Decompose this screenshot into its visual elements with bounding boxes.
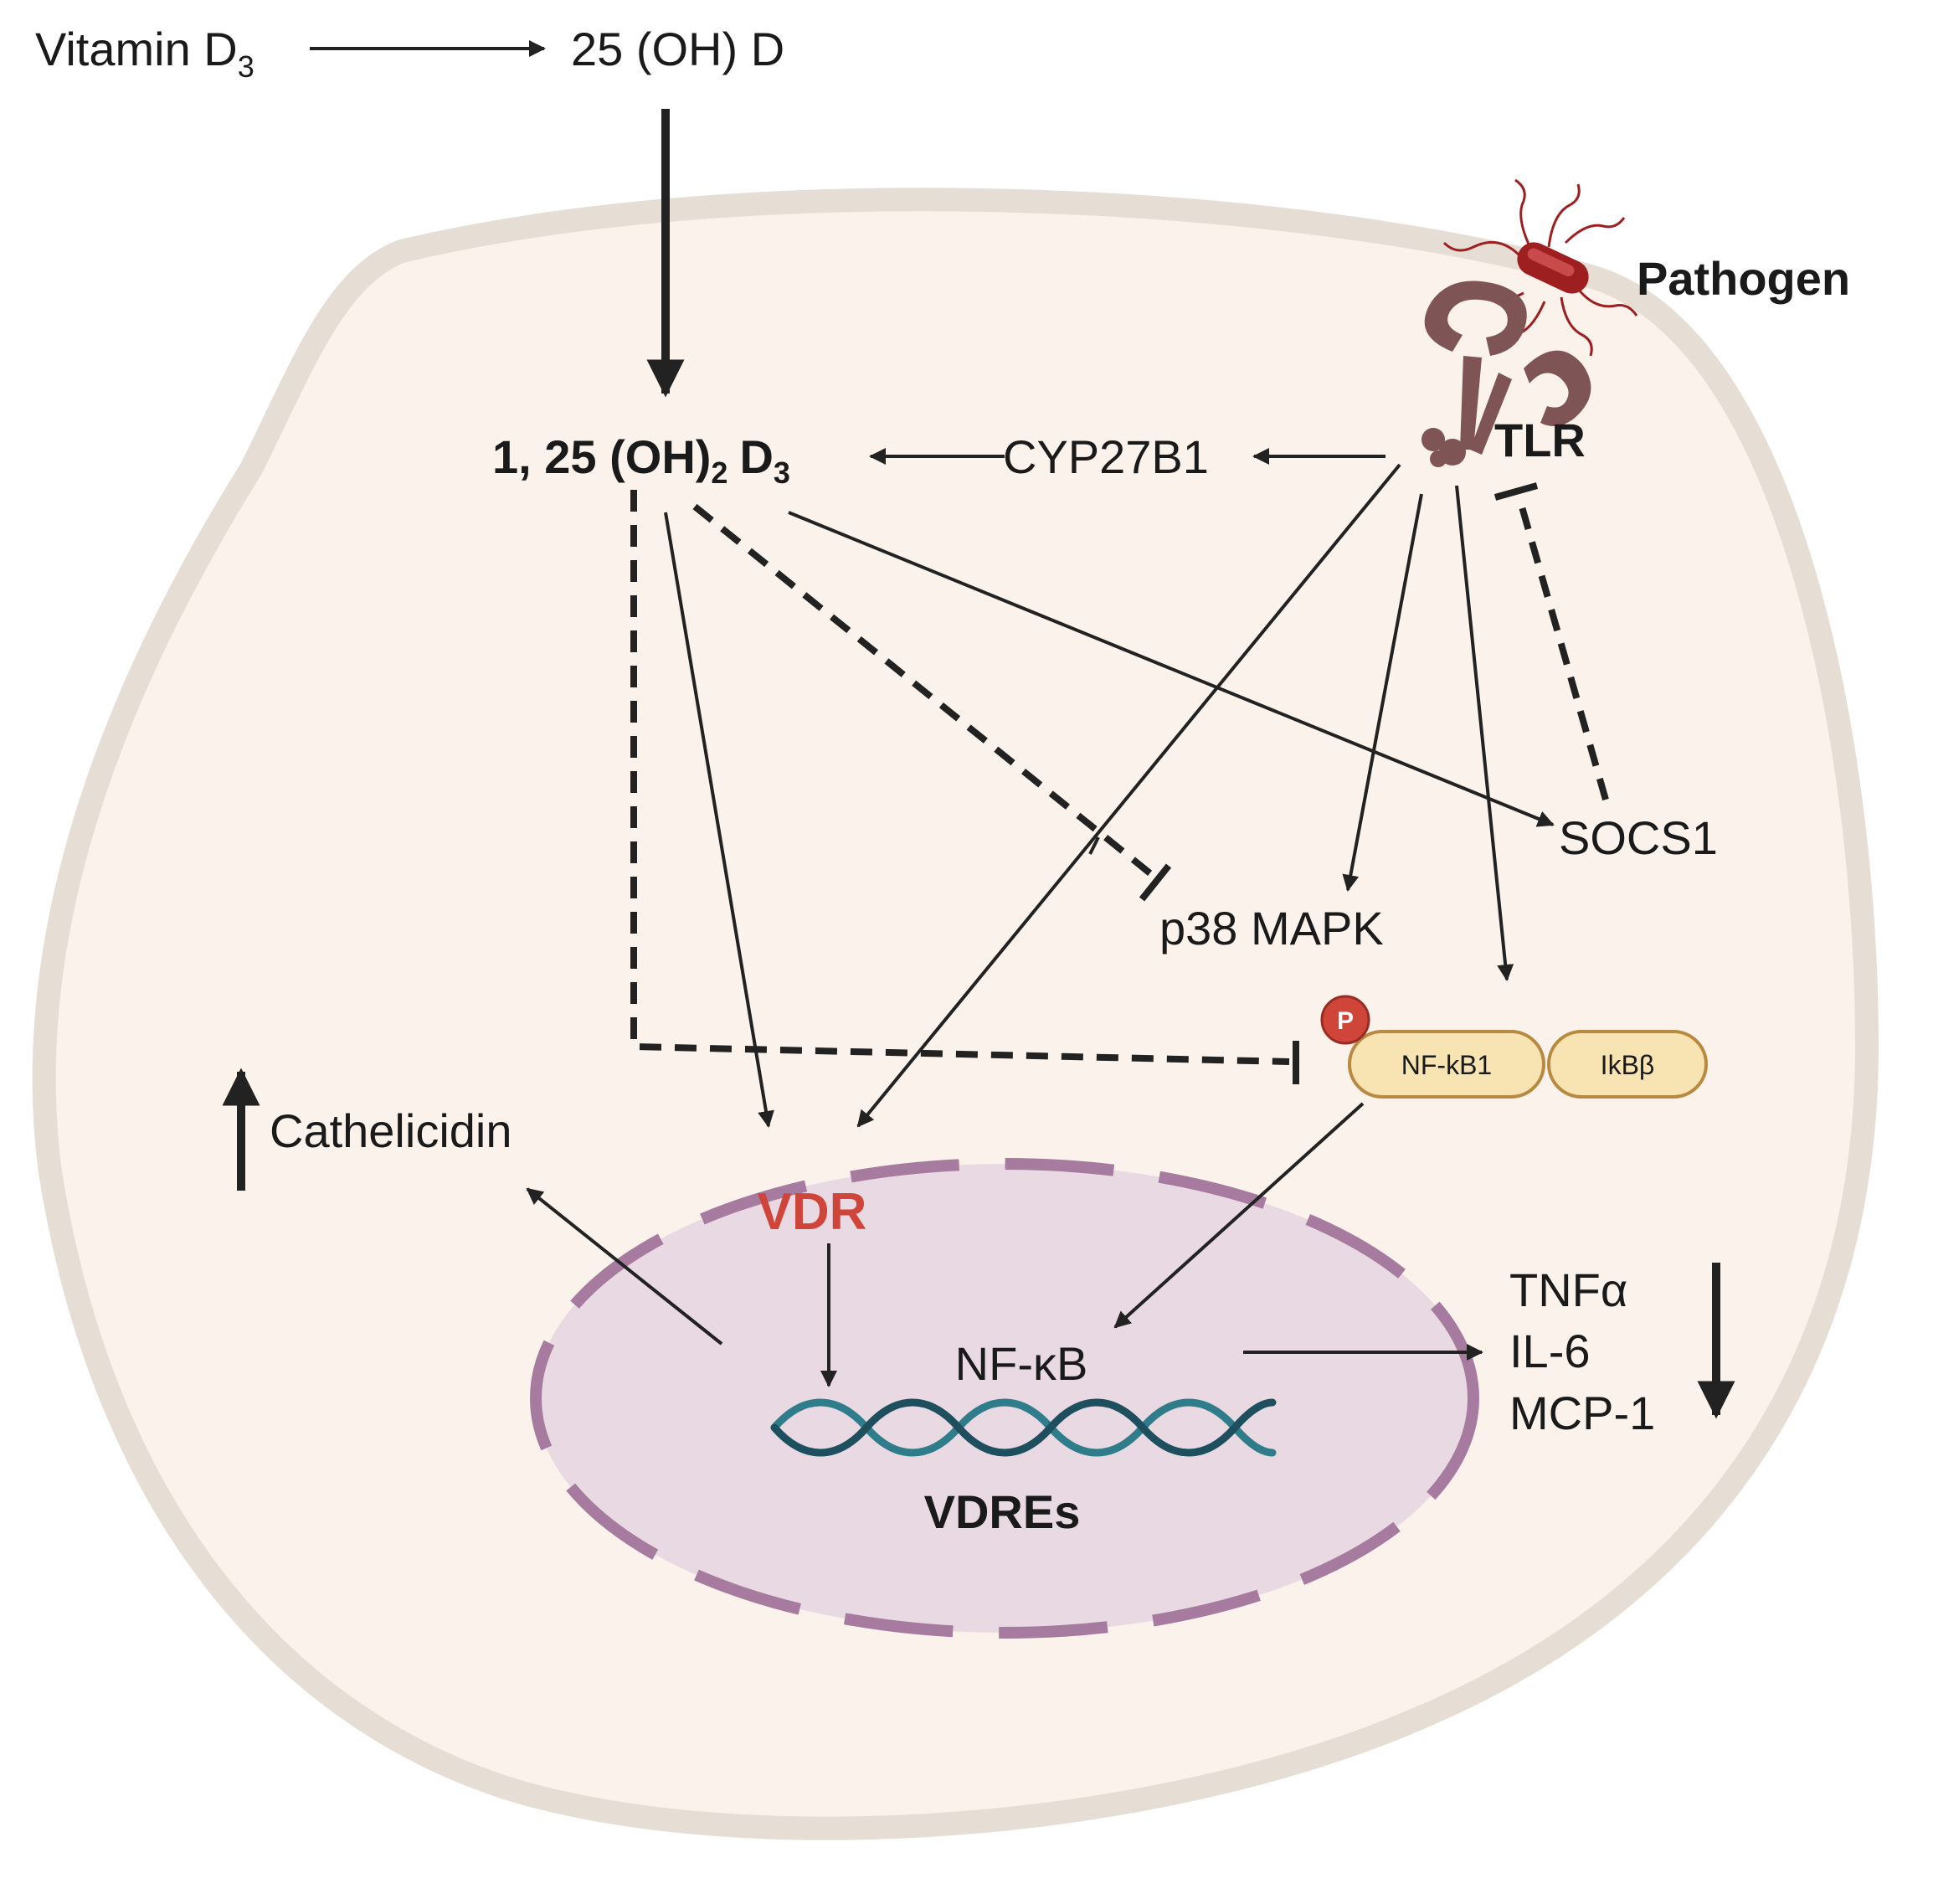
inhibit-bar-tlr: [1493, 482, 1539, 501]
il6-label: IL-6: [1509, 1325, 1591, 1377]
p38-mapk-label: p38 MAPK: [1159, 902, 1384, 955]
mcp1-label: MCP-1: [1509, 1387, 1655, 1439]
arrow-calcitriol-to-vdr: [664, 512, 774, 1128]
socs1-label: SOCS1: [1559, 811, 1718, 864]
cyp27b1-label: CYP27B1: [1003, 430, 1209, 483]
nfkb1-pill: [1348, 1030, 1545, 1099]
arrow-complex-to-nucleus: [1113, 1102, 1365, 1329]
inhibit-socs1-tlr: [1516, 497, 1609, 801]
ikbb-label: IkBβ: [1601, 1050, 1655, 1080]
arrow-tlr-to-nfkb: [1455, 485, 1514, 981]
pathogen-label: Pathogen: [1637, 252, 1850, 305]
25-oh-d-label: 25 (OH) D: [571, 23, 784, 75]
inhibit-calcitriol-p38: [692, 503, 1162, 884]
inhibit-bar-p38: [1139, 863, 1172, 902]
arrow-calcitriol-to-socs1: [788, 511, 1555, 827]
tick-on-tlr-vdr: [1088, 836, 1100, 855]
ikbb-pill: [1547, 1030, 1708, 1099]
phosphate-icon: [1320, 995, 1370, 1045]
inhibit-calcitriol-nfkb: [630, 490, 1290, 1065]
arrow-tlr-to-vdr: [856, 463, 1401, 1128]
dna-helix-icon: [770, 1398, 1277, 1457]
vdr-label: VDR: [758, 1183, 867, 1241]
nfkb1-label: NF-kB1: [1401, 1050, 1492, 1080]
tnfa-label: TNFα: [1509, 1263, 1627, 1316]
arrow-nucleus-to-cathelicidin: [526, 1187, 723, 1346]
vdres-label: VDREs: [924, 1485, 1081, 1538]
nfkb-complex: NF-kB1 IkBβ P: [1320, 995, 1708, 1099]
cathelicidin-label: Cathelicidin: [270, 1104, 512, 1157]
nucleus: [530, 1158, 1479, 1639]
tlr-label: TLR: [1494, 414, 1586, 466]
arrow-tlr-to-p38: [1342, 493, 1423, 892]
phosphate-label: P: [1337, 1007, 1354, 1035]
tlr-receptor-icon: [1421, 280, 1591, 467]
vitamin-d3-label: Vitamin D3: [35, 23, 254, 84]
nfkb-nuclear-label: NF-κB: [955, 1337, 1088, 1390]
